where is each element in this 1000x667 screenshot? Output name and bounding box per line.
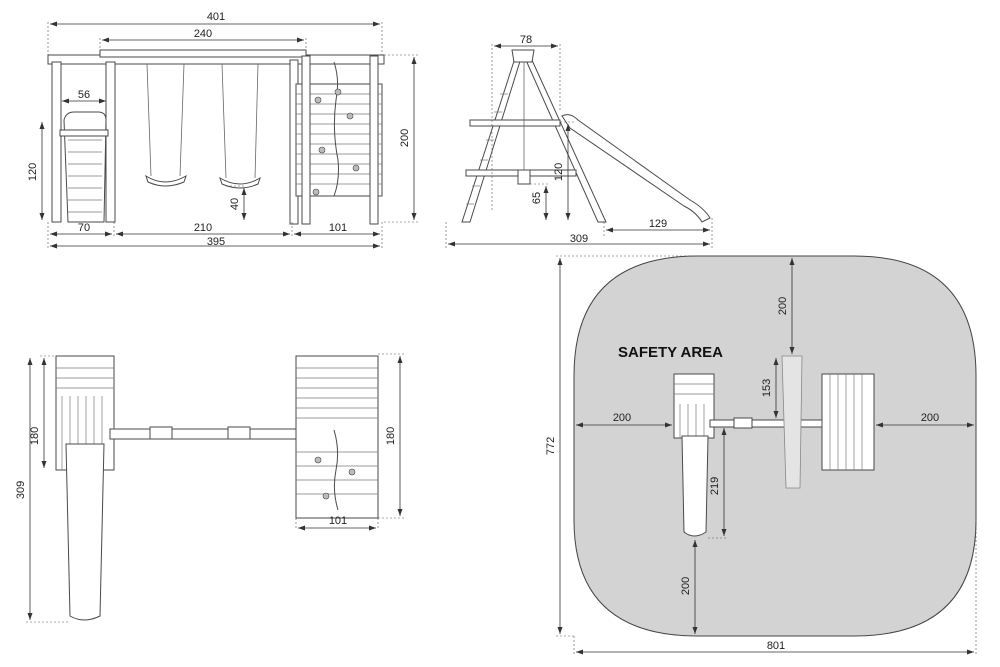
dim-top-left-depth: 180 (29, 427, 41, 445)
dim-front-slide-width: 56 (78, 89, 90, 101)
dim-safety-total-width: 801 (767, 640, 785, 652)
dim-front-frame-height: 200 (399, 129, 411, 147)
dim-safety-slide-length: 219 (709, 477, 721, 495)
dim-side-platform-height: 120 (553, 163, 565, 181)
dim-safety-clearance-bottom: 200 (680, 577, 692, 595)
dim-side-total-depth: 309 (570, 233, 588, 245)
safety-area-zone (573, 255, 977, 637)
dim-top-total-depth: 309 (15, 481, 27, 499)
dim-front-swing-section: 210 (194, 222, 212, 234)
safety-area-view: SAFETY AREA 200 153 200 200 219 (545, 255, 977, 656)
dim-front-climb-section: 101 (329, 222, 347, 234)
dim-safety-clearance-top: 200 (777, 297, 789, 315)
dim-front-slide-height: 120 (27, 163, 39, 181)
dim-front-seat-height: 40 (229, 198, 241, 210)
dim-front-total-width: 401 (207, 11, 225, 23)
dim-top-climb-width: 101 (329, 515, 347, 527)
side-view: 78 120 65 129 309 (445, 34, 713, 248)
dim-front-slide-section: 70 (78, 222, 90, 234)
front-view: 401 240 56 120 200 40 70 210 101 395 (27, 11, 418, 250)
safety-area-title: SAFETY AREA (618, 344, 723, 361)
dim-safety-total-height: 772 (545, 437, 557, 455)
dim-safety-clearance-right: 200 (921, 412, 939, 424)
dim-side-top-width: 78 (520, 34, 532, 46)
dim-safety-clearance-left: 200 (613, 412, 631, 424)
top-view: 180 309 180 101 (15, 353, 404, 623)
dim-safety-swing-span: 153 (761, 379, 773, 397)
dim-top-right-depth: 180 (385, 427, 397, 445)
dim-front-beam-length: 240 (194, 28, 212, 40)
dim-side-slide-run: 129 (649, 218, 667, 230)
dim-front-base-width: 395 (207, 236, 225, 248)
dim-side-seat-height: 65 (531, 192, 543, 204)
